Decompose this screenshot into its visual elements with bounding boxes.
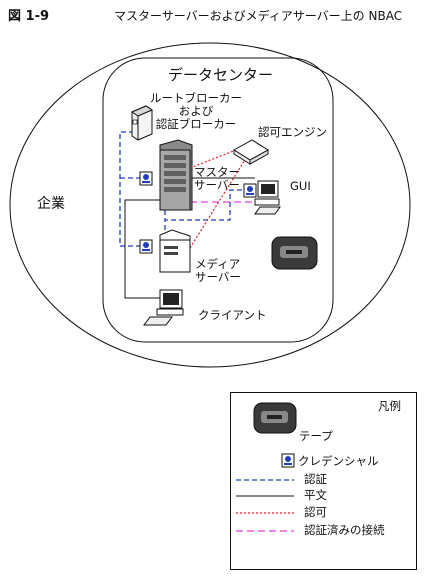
media-server-label-line1: メディア: [195, 257, 241, 271]
root-broker-server-icon: [130, 105, 154, 141]
enterprise-boundary: [9, 42, 411, 368]
legend-authenticated-connection-label: 認証済みの接続: [304, 523, 385, 537]
client-workstation-icon: [143, 289, 184, 326]
media-server-icon: [159, 229, 191, 273]
root-broker-label-line3: 認証ブローカー: [155, 117, 237, 132]
data-center-label: データセンター: [168, 66, 274, 84]
master-server-icon: [159, 139, 193, 211]
legend-credential-label: クレデンシャル: [298, 454, 379, 468]
gui-label: GUI: [290, 179, 311, 193]
legend-authentication-label: 認証: [304, 472, 327, 486]
root-broker-label-line1: ルートブローカー: [150, 91, 242, 105]
tape-drive-icon: [271, 236, 318, 270]
credential-badge-icon: [139, 171, 153, 186]
figure-title: マスターサーバーおよびメディアサーバー上の NBAC: [114, 9, 403, 23]
client-label: クライアント: [198, 308, 267, 322]
legend-title: 凡例: [378, 399, 401, 413]
credential-badge-icon: [243, 183, 257, 198]
data-center-boundary: [102, 57, 334, 343]
legend-tape-icon: [253, 402, 297, 434]
authorization-engine-icon: [233, 139, 269, 165]
plain-text-links: [124, 177, 255, 299]
credential-badge-icon: [139, 239, 153, 254]
master-server-label-line2: サーバー: [194, 178, 240, 193]
master-server-label-line1: マスター: [194, 165, 240, 179]
authorization-links: [189, 149, 249, 249]
legend-authorization-label: 認可: [304, 505, 327, 519]
legend-plain-text-label: 平文: [304, 488, 327, 502]
gui-workstation-icon: [254, 180, 281, 215]
master-server-label: マスター サーバー: [194, 165, 240, 193]
legend-box: [230, 392, 417, 570]
enterprise-label: 企業: [37, 196, 65, 212]
legend-tape-label: テープ: [299, 429, 333, 443]
authorization-engine-label: 認可エンジン: [258, 125, 327, 139]
root-broker-label-line2: および: [178, 104, 214, 119]
root-broker-label: ルートブローカー および 認証ブローカー: [150, 91, 242, 132]
legend-credential-icon: [281, 453, 295, 468]
media-server-label: メディア サーバー: [195, 257, 241, 285]
media-server-label-line2: サーバー: [195, 270, 241, 285]
figure-number: 図 1-9: [8, 9, 50, 24]
